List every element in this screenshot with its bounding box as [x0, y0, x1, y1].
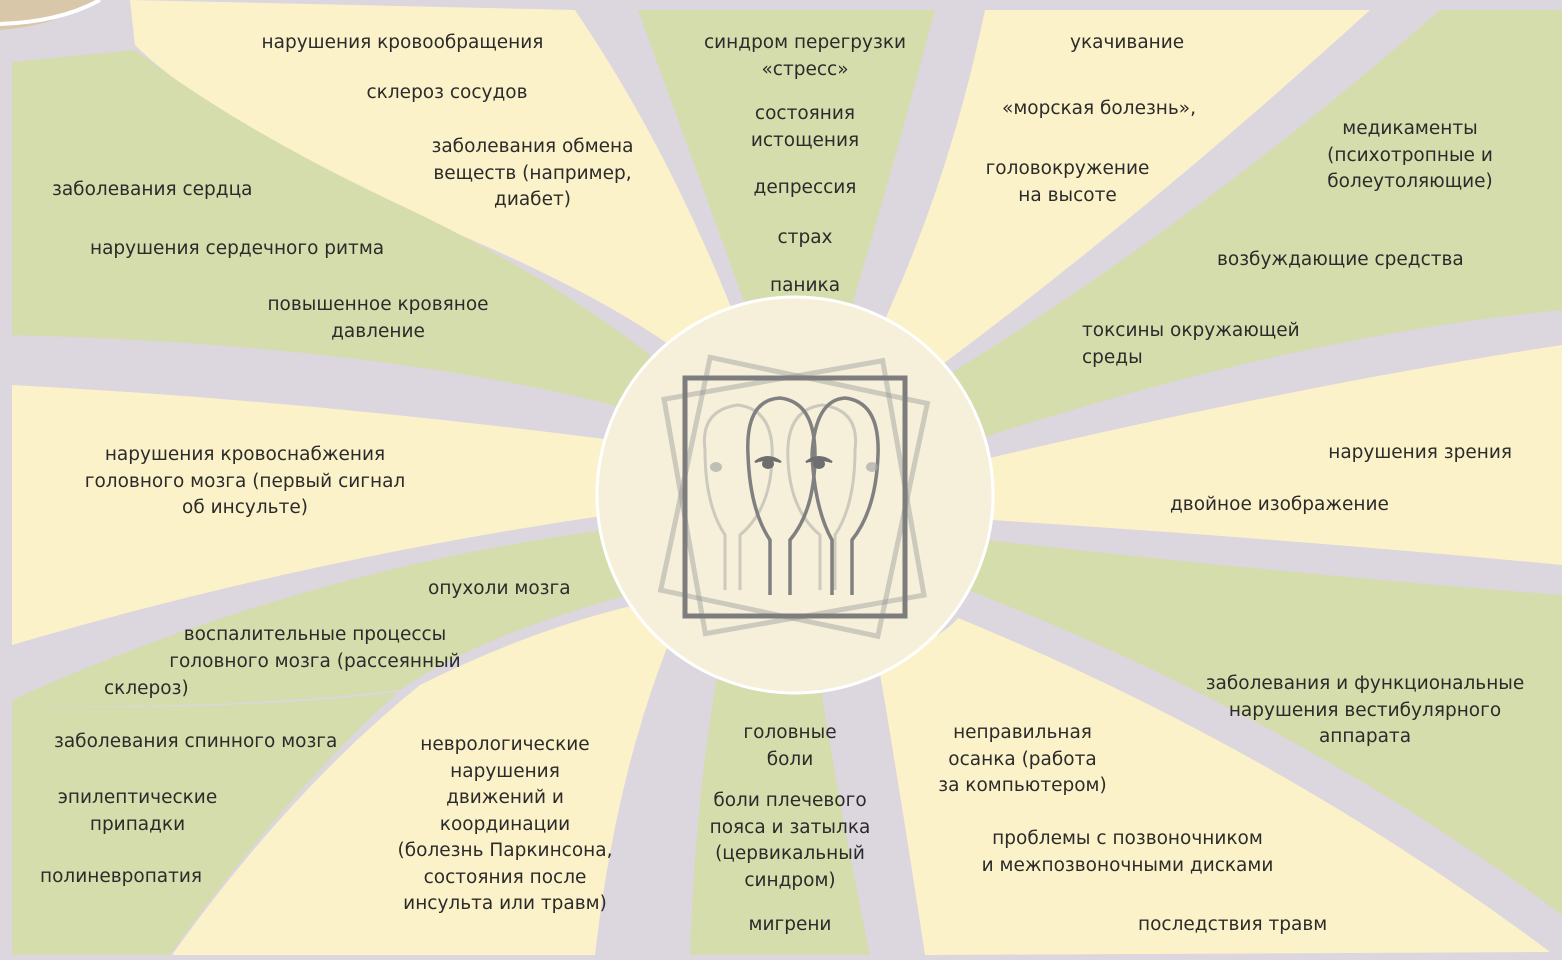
- label-high-blood-pressure: повышенное кровяное давление: [267, 294, 489, 342]
- section-stress: [638, 10, 935, 318]
- label-epileptic-seizures: эпилептические припадки: [57, 787, 218, 835]
- label-environmental-toxins: токсины окружающей среды: [1082, 320, 1300, 368]
- section-blood-supply: [12, 385, 612, 645]
- label-brain-inflammation: воспалительные процессы головного мозга …: [169, 624, 461, 672]
- section-pain: [690, 672, 870, 955]
- label-sclerosis: склероз): [104, 678, 189, 699]
- label-headaches: головные боли: [743, 722, 837, 770]
- label-heart-disease: заболевания сердца: [52, 179, 253, 200]
- label-spinal-cord-diseases: заболевания спинного мозга: [54, 731, 338, 752]
- label-brain-tumors: опухоли мозга: [428, 578, 571, 599]
- label-neurological-disorders: неврологические нарушения движений и коо…: [397, 734, 613, 914]
- label-spine-problems: проблемы с позвоночником и межпозвоночны…: [981, 828, 1274, 876]
- label-vestibular-disorders: заболевания и функциональные нарушения в…: [1205, 673, 1525, 747]
- double-vision-faces-icon: [657, 354, 931, 640]
- label-motion-sickness: укачивание: [1070, 32, 1185, 53]
- section-substances: [940, 10, 1562, 437]
- label-migraines: мигрени: [748, 914, 832, 935]
- label-height-vertigo: головокружение на высоте: [985, 158, 1150, 206]
- label-depression: депрессия: [753, 177, 857, 198]
- section-motion: [880, 10, 1370, 370]
- label-polyneuropathy: полиневропатия: [40, 866, 203, 887]
- section-neuro: [172, 605, 668, 955]
- section-circulation: [130, 0, 738, 360]
- label-vascular-sclerosis: склероз сосудов: [366, 82, 528, 103]
- label-poor-posture: неправильная осанка (работа за компьютер…: [938, 722, 1107, 796]
- label-brain-blood-supply: нарушения кровоснабжения головного мозга…: [84, 444, 406, 518]
- label-sea-sickness: «морская болезнь»,: [1002, 98, 1196, 119]
- label-double-vision: двойное изображение: [1170, 494, 1389, 515]
- section-heart: [12, 50, 675, 415]
- label-exhaustion: состояния истощения: [750, 103, 860, 151]
- section-vision: [990, 345, 1562, 565]
- section-brain: [12, 530, 628, 706]
- label-fear: страх: [777, 227, 833, 248]
- label-circulation-disorders: нарушения кровообращения: [261, 32, 544, 53]
- label-heart-rhythm: нарушения сердечного ритма: [90, 238, 385, 259]
- section-spine: [878, 618, 1550, 955]
- label-panic: паника: [769, 275, 841, 296]
- section-nervous: [12, 692, 398, 955]
- label-stimulants: возбуждающие средства: [1217, 249, 1464, 270]
- label-trauma-consequences: последствия травм: [1138, 914, 1328, 935]
- label-vision-disorders: нарушения зрения: [1328, 442, 1512, 463]
- label-stress-overload: синдром перегрузки «стресс»: [703, 32, 907, 80]
- center-circle: [595, 295, 995, 695]
- section-vestibular: [968, 540, 1562, 915]
- label-medications: медикаменты (психотропные и болеутоляющи…: [1327, 118, 1493, 192]
- label-cervical-syndrome: боли плечевого пояса и затылка (цервикал…: [709, 790, 871, 891]
- label-metabolic-diseases: заболевания обмена веществ (например, ди…: [431, 136, 634, 210]
